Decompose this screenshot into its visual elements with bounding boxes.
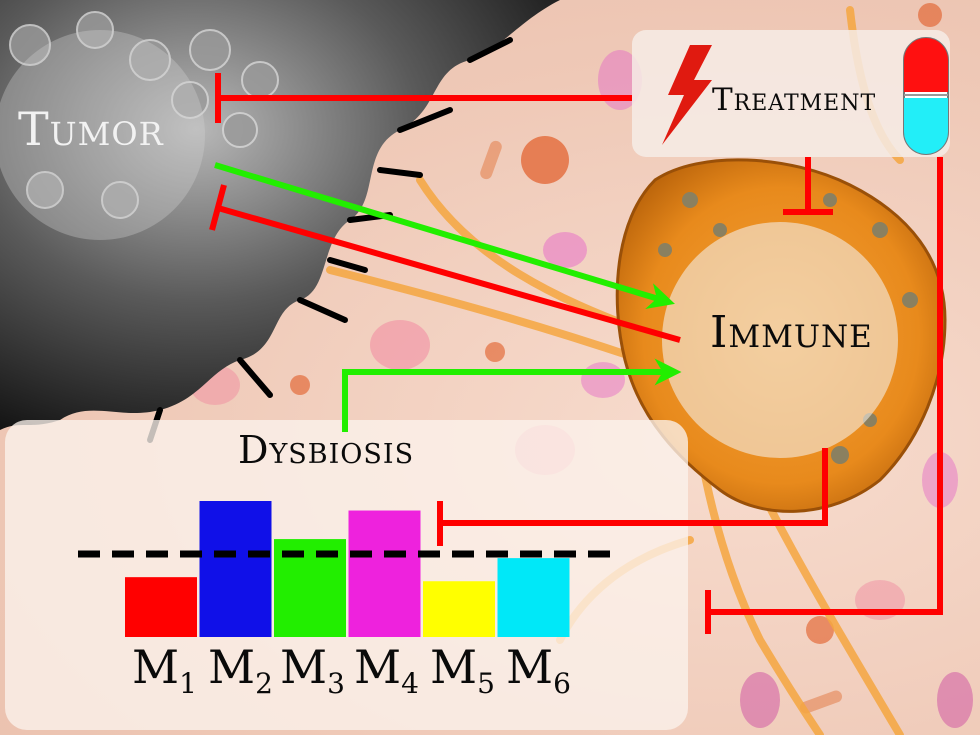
category-label-m3: M3 [280,640,345,700]
category-label-m2: M2 [208,640,273,700]
category-label-m5: M5 [430,640,495,700]
immune-cell [615,158,947,513]
category-label-m6: M6 [506,640,571,700]
lightning-icon [662,45,712,145]
category-label-m4: M4 [354,640,419,700]
edge-immune-tumor-inhibit-bar [209,184,227,231]
bar-m6 [497,558,570,637]
treatment-box [632,30,950,157]
edge-treatment-dysbiosis-inhibit [708,157,943,615]
tumor-label: Tumor [18,102,164,156]
treatment-label: Treatment [712,82,877,118]
bar-m5 [423,581,495,637]
tumor-mass [0,0,560,443]
edges [209,73,943,634]
dysbiosis-panel [5,420,688,730]
edge-immune-tumor-inhibit [217,205,681,343]
bar-m2 [199,501,272,637]
category-label-m1: M1 [132,640,197,700]
pill-capsule-icon [903,37,949,155]
dysbiosis-label: Dysbiosis [238,428,415,472]
edge-tumor-immune-activate [214,162,675,310]
edge-dysbiosis-immune-activate [342,358,682,432]
bar-m4 [348,510,421,637]
edge-immune-dysbiosis-inhibit [440,448,828,526]
immune-label: Immune [710,307,873,358]
bar-m1 [125,577,197,637]
